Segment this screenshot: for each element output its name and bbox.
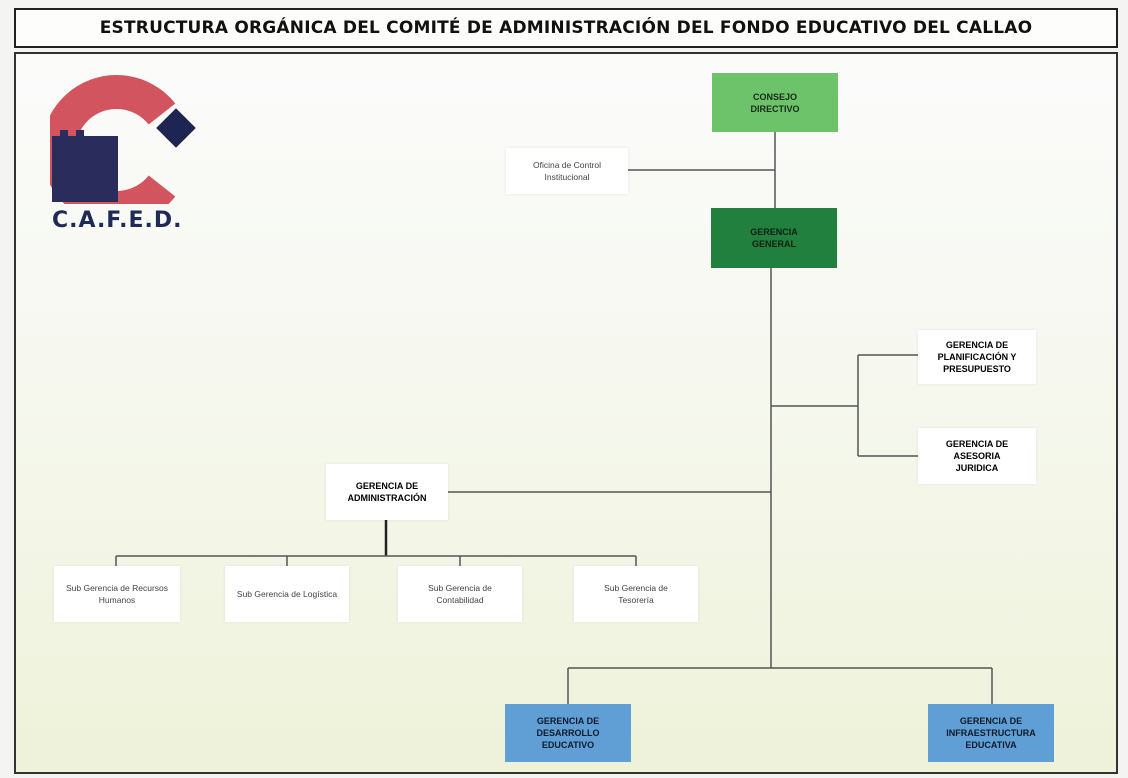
node-label: GERENCIA DE PLANIFICACIÓN Y PRESUPUESTO [937, 340, 1017, 374]
node-gerencia-general[interactable]: GERENCIA GENERAL [711, 208, 837, 268]
node-label: GERENCIA DE DESARROLLO EDUCATIVO [536, 716, 600, 750]
chart-title-bar: ESTRUCTURA ORGÁNICA DEL COMITÉ DE ADMINI… [14, 8, 1118, 48]
node-label: GERENCIA DE INFRAESTRUCTURA EDUCATIVA [946, 716, 1036, 750]
node-control-institucional[interactable]: Oficina de Control Institucional [506, 148, 628, 194]
node-administracion[interactable]: GERENCIA DE ADMINISTRACIÓN [326, 464, 448, 520]
node-label: Oficina de Control Institucional [532, 160, 602, 182]
chart-title: ESTRUCTURA ORGÁNICA DEL COMITÉ DE ADMINI… [99, 18, 1033, 38]
node-label: GERENCIA GENERAL [750, 227, 798, 249]
node-label: GERENCIA DE ASESORIA JURIDICA [945, 439, 1009, 473]
node-label: Sub Gerencia de Logística [236, 589, 338, 599]
node-label: Sub Gerencia de Recursos Humanos [65, 583, 169, 605]
logo-text: C.A.F.E.D. [52, 208, 183, 233]
node-infraestructura-educativa[interactable]: GERENCIA DE INFRAESTRUCTURA EDUCATIVA [928, 704, 1054, 762]
node-sub-logistica[interactable]: Sub Gerencia de Logística [225, 566, 349, 622]
node-label: Sub Gerencia de Contabilidad [428, 583, 492, 605]
node-sub-rrhh[interactable]: Sub Gerencia de Recursos Humanos [54, 566, 180, 622]
node-label: CONSEJO DIRECTIVO [750, 91, 800, 114]
node-sub-contabilidad[interactable]: Sub Gerencia de Contabilidad [398, 566, 522, 622]
node-asesoria-juridica[interactable]: GERENCIA DE ASESORIA JURIDICA [918, 428, 1036, 484]
node-label: Sub Gerencia de Tesorería [604, 583, 668, 605]
node-sub-tesoreria[interactable]: Sub Gerencia de Tesorería [574, 566, 698, 622]
node-planificacion[interactable]: GERENCIA DE PLANIFICACIÓN Y PRESUPUESTO [918, 330, 1036, 384]
cafed-logo-icon [50, 75, 196, 204]
node-desarrollo-educativo[interactable]: GERENCIA DE DESARROLLO EDUCATIVO [505, 704, 631, 762]
node-label: GERENCIA DE ADMINISTRACIÓN [347, 481, 427, 503]
node-consejo-directivo[interactable]: CONSEJO DIRECTIVO [712, 73, 838, 132]
